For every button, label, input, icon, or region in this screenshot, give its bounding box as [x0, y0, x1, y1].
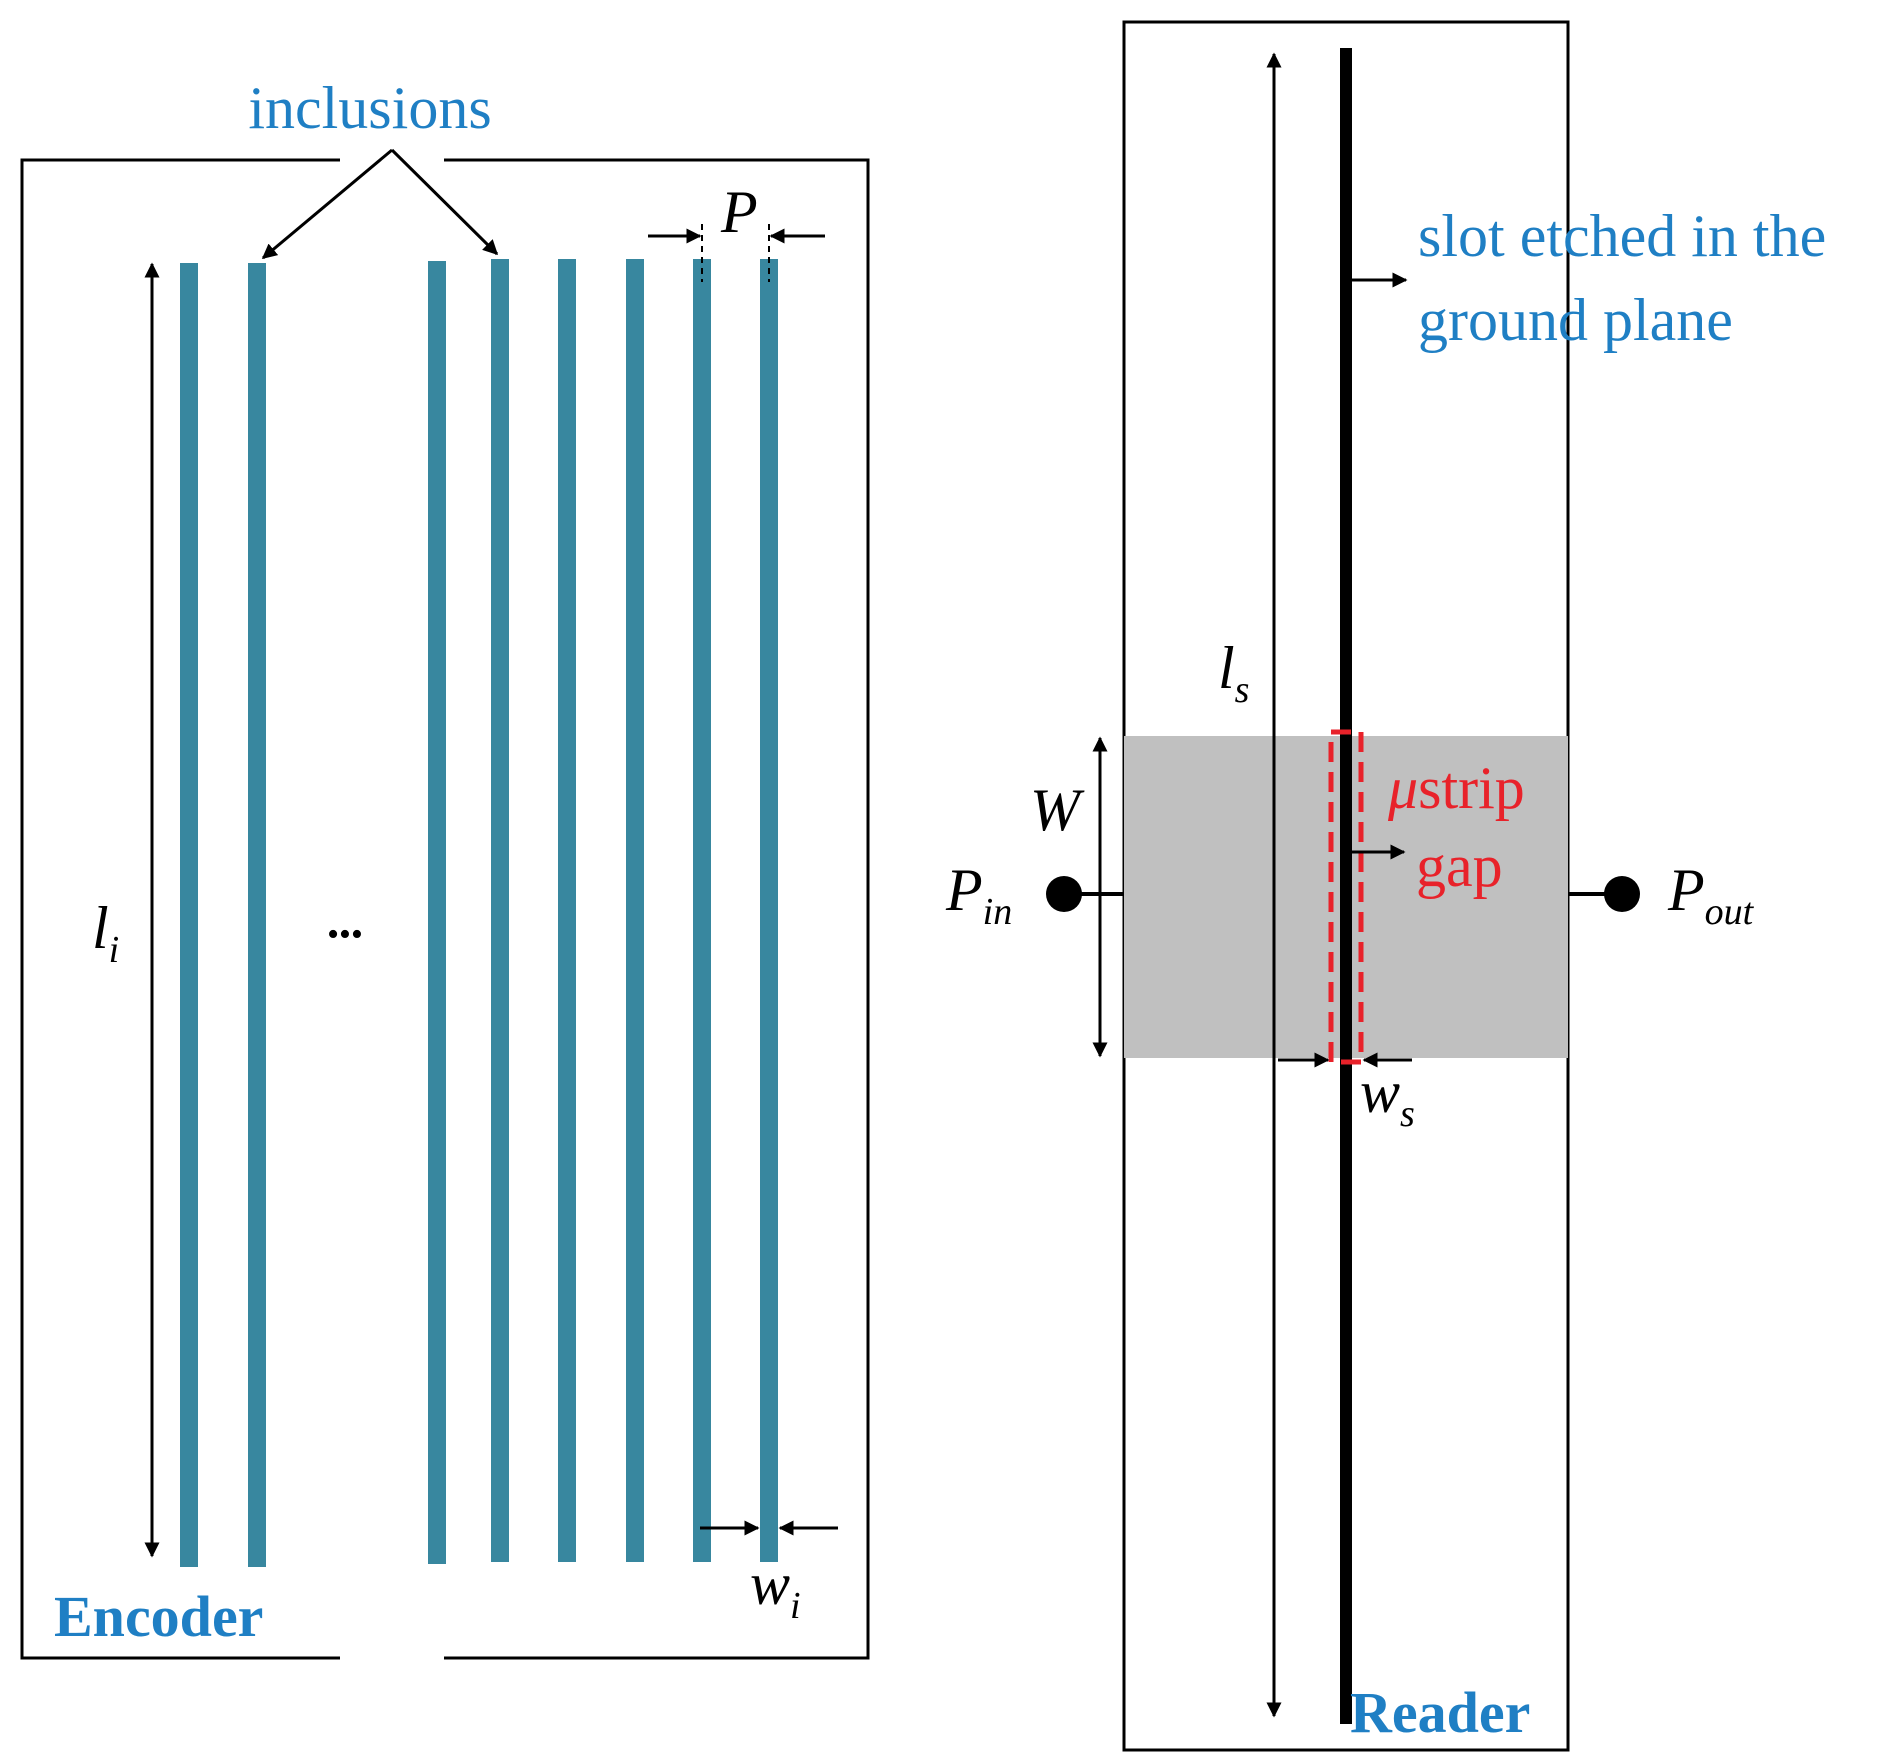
inclusions-label: inclusions: [248, 75, 491, 141]
inclusion-strip: [428, 261, 446, 1564]
slot-length-label: ls: [1218, 635, 1249, 711]
inclusion-strip: [180, 263, 198, 1567]
inclusion-strips: [180, 259, 778, 1567]
microstrip-gap-outline: [1328, 729, 1364, 1065]
port-out-terminal: [1604, 876, 1640, 912]
ellipsis: •••: [327, 916, 363, 953]
port-in-terminal: [1046, 876, 1082, 912]
encoder-title: Encoder: [54, 1584, 263, 1649]
microstrip-label: μstrip: [1387, 755, 1525, 821]
strip-width-label: W: [1030, 777, 1085, 843]
period-label: P: [720, 179, 758, 245]
inclusion-strip: [491, 259, 509, 1562]
inclusions-arrow-left: [261, 148, 393, 260]
inclusions-arrow-right: [390, 148, 499, 256]
slot-width-label: ws: [1360, 1059, 1415, 1135]
slot: [1340, 48, 1352, 1724]
inclusion-strip: [760, 259, 778, 1562]
port-out-label: Pout: [1667, 857, 1755, 933]
width-label: wi: [750, 1551, 801, 1627]
encoder-frame: [20, 158, 870, 1660]
port-in-label: Pin: [945, 857, 1012, 933]
inclusion-strip: [248, 263, 266, 1567]
gap-label: gap: [1416, 833, 1503, 899]
slot-label-line1: slot etched in the: [1418, 203, 1826, 269]
inclusion-strip: [693, 259, 711, 1562]
inclusion-strip: [558, 259, 576, 1562]
reader-title: Reader: [1350, 1680, 1530, 1745]
encoder-panel: inclusions li ••• P wi Encoder: [20, 75, 870, 1660]
reader-panel: ls slot etched in the ground plane W μst…: [945, 20, 1826, 1752]
slot-label-line2: ground plane: [1418, 287, 1733, 353]
length-dimension-label: li: [92, 895, 119, 971]
inclusion-strip: [626, 259, 644, 1562]
